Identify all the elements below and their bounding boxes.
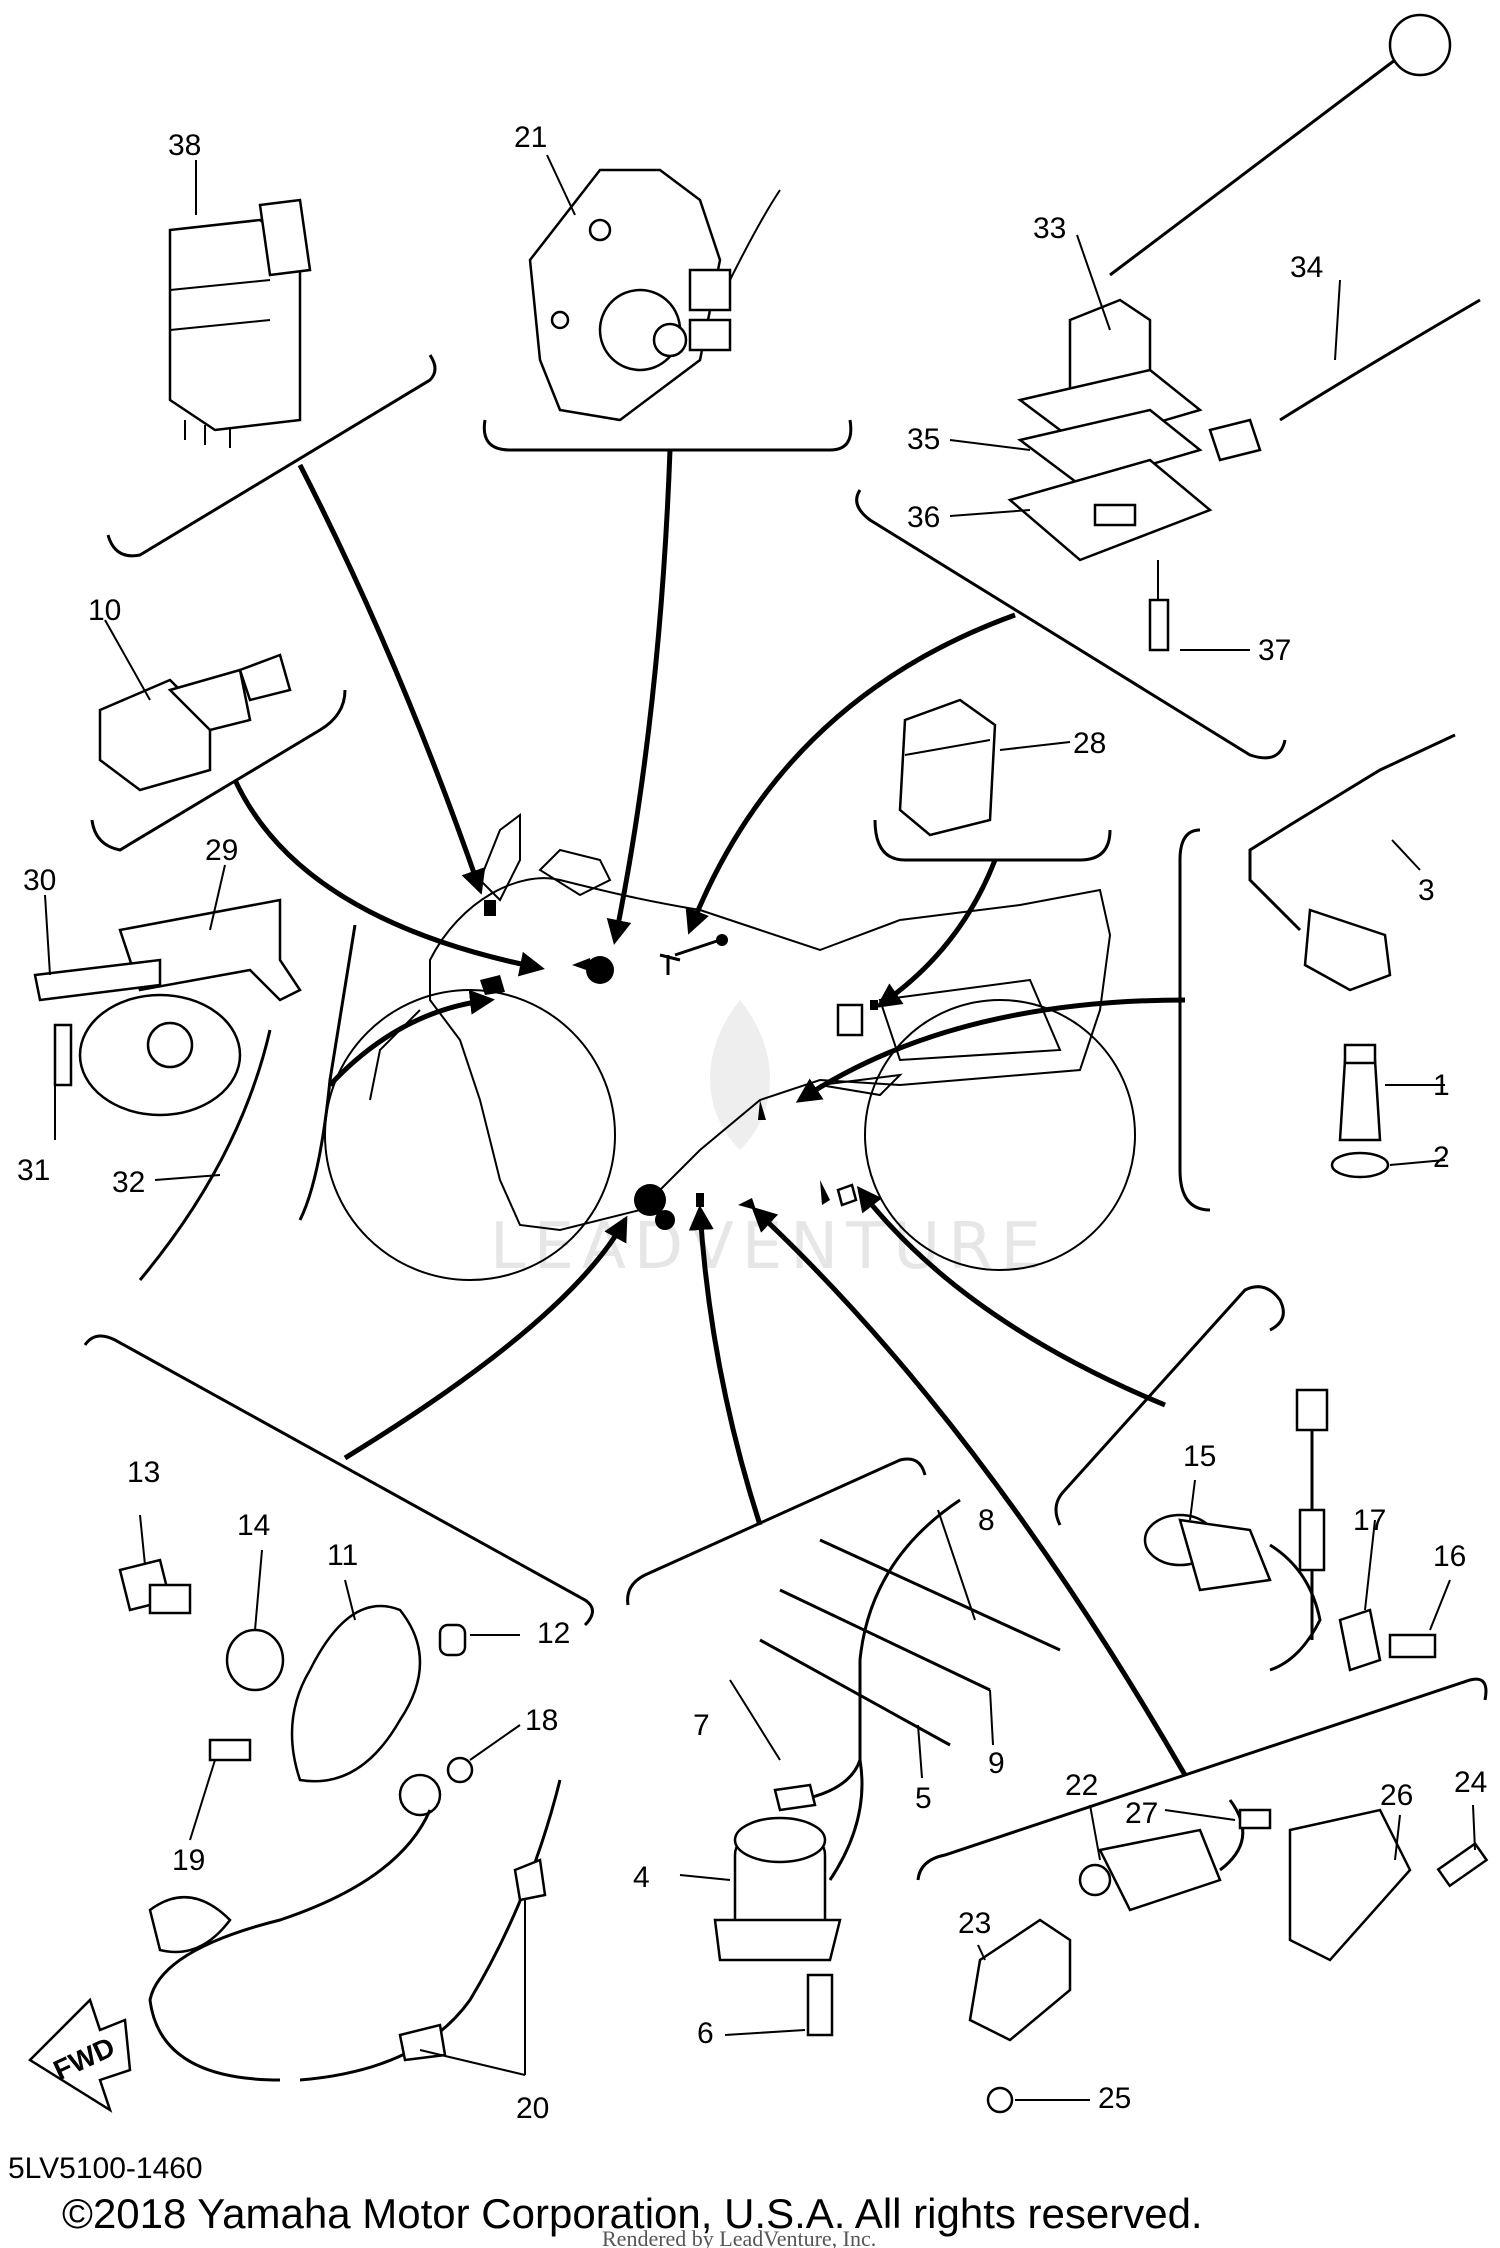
watermark: LEADVENTURE (490, 1000, 1041, 1284)
part-6-bolt (806, 1973, 834, 2037)
callout-29: 29 (205, 834, 238, 867)
callout-4: 4 (633, 1861, 650, 1894)
callout-1: 1 (1433, 1069, 1450, 1102)
callout-27: 27 (1125, 1797, 1158, 1830)
callout-30: 30 (23, 864, 56, 897)
callout-8: 8 (978, 1504, 995, 1537)
part-2-washer (1330, 1151, 1390, 1179)
callout-22: 22 (1065, 1769, 1098, 1802)
part-33-fuel-sender (1007, 13, 1452, 652)
callout-19: 19 (172, 1844, 205, 1877)
callout-26: 26 (1380, 1779, 1413, 1812)
callout-13: 13 (127, 1456, 160, 1489)
part-1-switch (1338, 1043, 1382, 1142)
callouts: 1 2 3 4 5 6 7 8 9 10 11 12 13 14 15 16 1… (17, 121, 1487, 2125)
part-7-lead (773, 1660, 864, 1881)
diagram-code: 5LV5100-1460 (8, 2152, 203, 2185)
central-components (480, 900, 878, 1230)
callout-5: 5 (915, 1782, 932, 1815)
callout-7: 7 (693, 1709, 710, 1742)
leader-arrows (232, 449, 1188, 1777)
callout-2: 2 (1433, 1141, 1450, 1174)
callout-11: 11 (327, 1539, 358, 1572)
callout-28: 28 (1073, 727, 1106, 760)
part-21-starter-relay (528, 168, 781, 422)
callout-25: 25 (1098, 2082, 1131, 2115)
part-23-cover (968, 1918, 1072, 2042)
callout-37: 37 (1258, 634, 1291, 667)
copyright: ©2018 Yamaha Motor Corporation, U.S.A. A… (62, 2190, 1203, 2237)
callout-9: 9 (988, 1747, 1005, 1780)
callout-3: 3 (1418, 874, 1435, 907)
callout-20: 20 (516, 2092, 549, 2125)
callout-23: 23 (958, 1907, 991, 1940)
part-19-screw (208, 1738, 252, 1762)
callout-6: 6 (697, 2017, 714, 2050)
part-25-nut (986, 2086, 1014, 2114)
part-3-cable (1248, 733, 1456, 992)
motorcycle-outline (324, 813, 1136, 1281)
part-4-solenoid (713, 1816, 842, 1962)
callout-38: 38 (168, 129, 201, 162)
callout-36: 36 (907, 501, 940, 534)
part-11-plate (290, 1604, 422, 1783)
rendered-by: Rendered by LeadVenture, Inc. (602, 2226, 876, 2248)
callout-33: 33 (1033, 212, 1066, 245)
group-brackets (83, 354, 1488, 1881)
callout-34: 34 (1290, 251, 1323, 284)
part-26-bracket (1288, 1808, 1412, 1962)
callout-14: 14 (237, 1509, 270, 1542)
callout-10: 10 (88, 594, 121, 627)
part-17-wire (1295, 1388, 1382, 1672)
callout-35: 35 (907, 423, 940, 456)
callout-12: 12 (537, 1617, 570, 1650)
part-10-sensor (98, 653, 292, 792)
part-18-pickup (148, 1756, 562, 2082)
part-27-screw (1238, 1808, 1272, 1830)
callout-17: 17 (1353, 1504, 1386, 1537)
callout-21: 21 (514, 121, 547, 154)
part-16-screw (1388, 1633, 1437, 1659)
part-13-bolt (118, 1558, 192, 1615)
callout-18: 18 (525, 1704, 558, 1737)
callout-24: 24 (1454, 1766, 1487, 1799)
part-24-bolt (1436, 1841, 1489, 1888)
part-22-switch (1078, 1799, 1245, 1912)
part-8-ties (759, 1498, 1061, 1747)
callout-31: 31 (17, 1154, 50, 1187)
part-28-relay (898, 698, 997, 837)
callout-16: 16 (1433, 1540, 1466, 1573)
callout-15: 15 (1183, 1440, 1216, 1473)
part-14-washer (225, 1628, 285, 1692)
callout-32: 32 (112, 1166, 145, 1199)
part-38-relay (168, 198, 312, 448)
part-12-pin (438, 1623, 467, 1657)
fwd-arrow: FWD (28, 1997, 132, 2113)
part-20-clamps (398, 1858, 547, 2062)
part-34-lead (1208, 298, 1481, 462)
part-29-horn (33, 898, 302, 1281)
part-15-switch (1143, 1513, 1322, 1672)
